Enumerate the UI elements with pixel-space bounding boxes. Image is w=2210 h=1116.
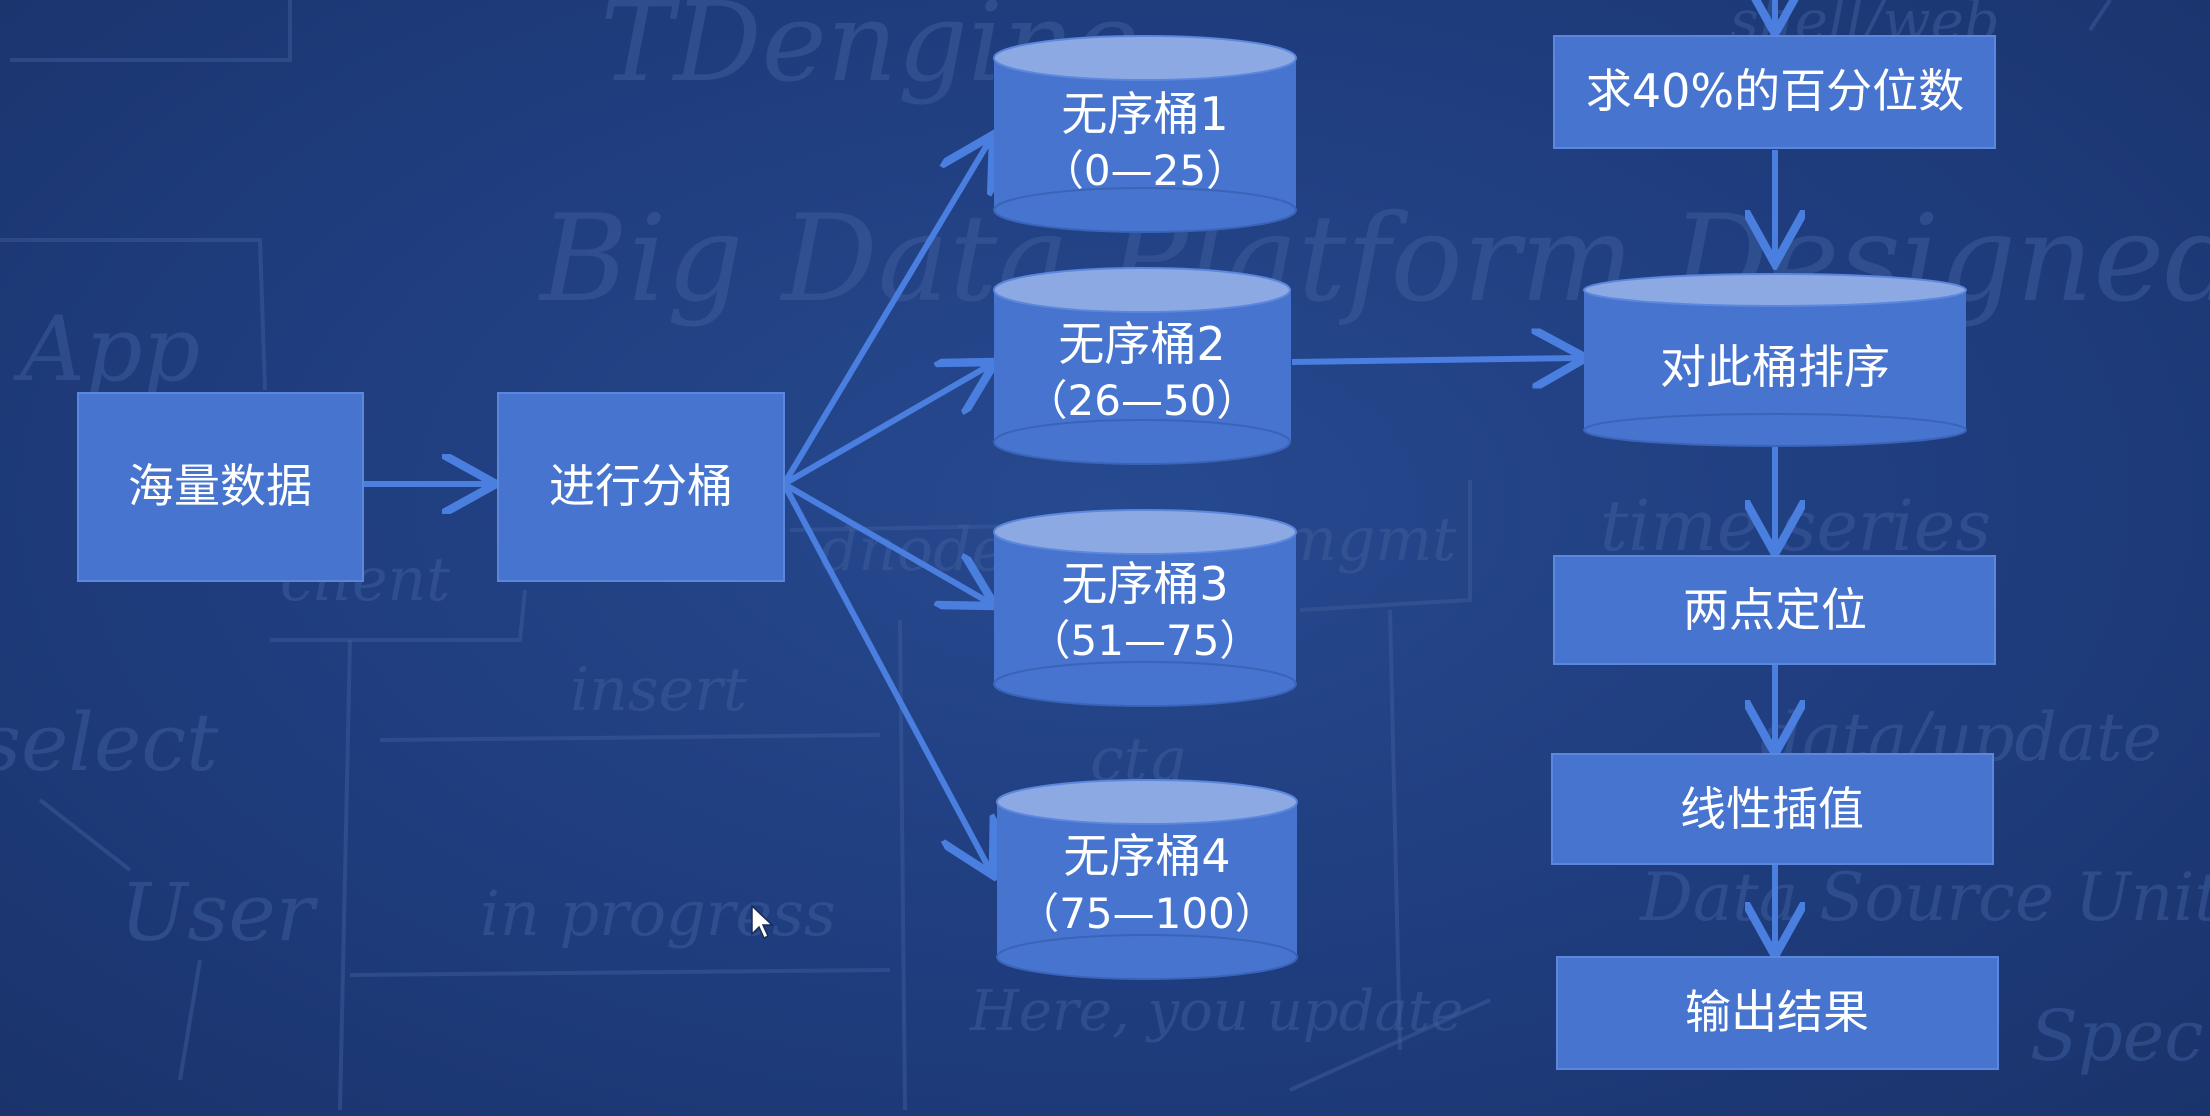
scribble-time-series: time series [1600, 485, 1991, 567]
node-output-label: 输出结果 [1685, 985, 1869, 1039]
mouse-cursor-icon [751, 904, 774, 940]
node-bucket1-title: 无序桶1 [1061, 87, 1228, 141]
node-sort-bucket: 对此桶排序 [1583, 273, 1967, 447]
scribble-user: User [120, 866, 319, 959]
node-mass-data-label: 海量数据 [128, 459, 312, 513]
scribble-app-box [0, 238, 267, 391]
scribble-data-source: Data Source Unit [1639, 859, 2210, 936]
node-percentile: 求40%的百分位数 [1553, 35, 1996, 149]
scribble-vertical-mid [898, 619, 907, 1111]
arrow-to-bucket4 [781, 482, 990, 870]
node-bucket4-title: 无序桶4 [1063, 829, 1230, 883]
scribble-app: App [13, 297, 200, 402]
node-locate-label: 两点定位 [1683, 583, 1867, 637]
scribble-insert-line [379, 733, 881, 742]
scribble-client-box [270, 589, 527, 642]
node-bucketing: 进行分桶 [497, 392, 785, 582]
node-mass-data: 海量数据 [77, 392, 364, 582]
node-sort-bucket-label: 对此桶排序 [1660, 340, 1890, 394]
node-bucket2-title: 无序桶2 [1058, 317, 1225, 371]
node-bucket2: 无序桶2 （26—50） [993, 267, 1291, 465]
scribble-user-down [178, 959, 202, 1081]
connectors [363, 0, 1775, 950]
node-bucket3: 无序桶3 （51—75） [993, 509, 1297, 707]
scribble-mgmt-box [1299, 480, 1472, 612]
scribble-vertical-left [338, 639, 352, 1111]
node-bucket1: 无序桶1 （0—25） [993, 35, 1297, 233]
scribble-select: select [0, 696, 219, 789]
scribble-shell-bracket [2088, 0, 2112, 32]
arrow-to-bucket3 [782, 481, 990, 603]
node-interpolate: 线性插值 [1551, 753, 1994, 865]
scribble-check-stroke [1289, 998, 1491, 1092]
arrow-bucket2-to-sort [1291, 358, 1580, 362]
scribble-vertical-right [1388, 609, 1402, 1051]
arrow-to-bucket1 [781, 140, 990, 486]
node-bucketing-label: 进行分桶 [549, 459, 733, 513]
scribble-here-update: Here, you update [969, 979, 1464, 1044]
arrow-to-bucket2 [782, 365, 990, 487]
node-bucket4: 无序桶4 （75—100） [996, 779, 1298, 980]
scribble-user-arrow [38, 798, 132, 872]
node-locate: 两点定位 [1553, 555, 1996, 665]
node-output: 输出结果 [1556, 956, 1999, 1070]
node-percentile-label: 求40%的百分位数 [1586, 64, 1964, 118]
scribble-in-progress: in progress [480, 877, 836, 950]
node-interpolate-label: 线性插值 [1680, 782, 1864, 836]
node-bucket3-title: 无序桶3 [1061, 557, 1228, 611]
scribble-insert: insert [570, 655, 748, 725]
node-bucket2-range: （26—50） [1026, 376, 1259, 425]
node-bucket3-range: （51—75） [1029, 616, 1262, 665]
node-bucket4-range: （75—100） [1017, 889, 1277, 938]
node-bucket1-range: （0—25） [1042, 146, 1248, 195]
scribble-progress-line [349, 968, 891, 977]
scribble-box-line [10, 0, 292, 62]
scribble-spec: Spec [2030, 995, 2203, 1077]
scribble-mgmt: mgmt [1280, 505, 1457, 575]
